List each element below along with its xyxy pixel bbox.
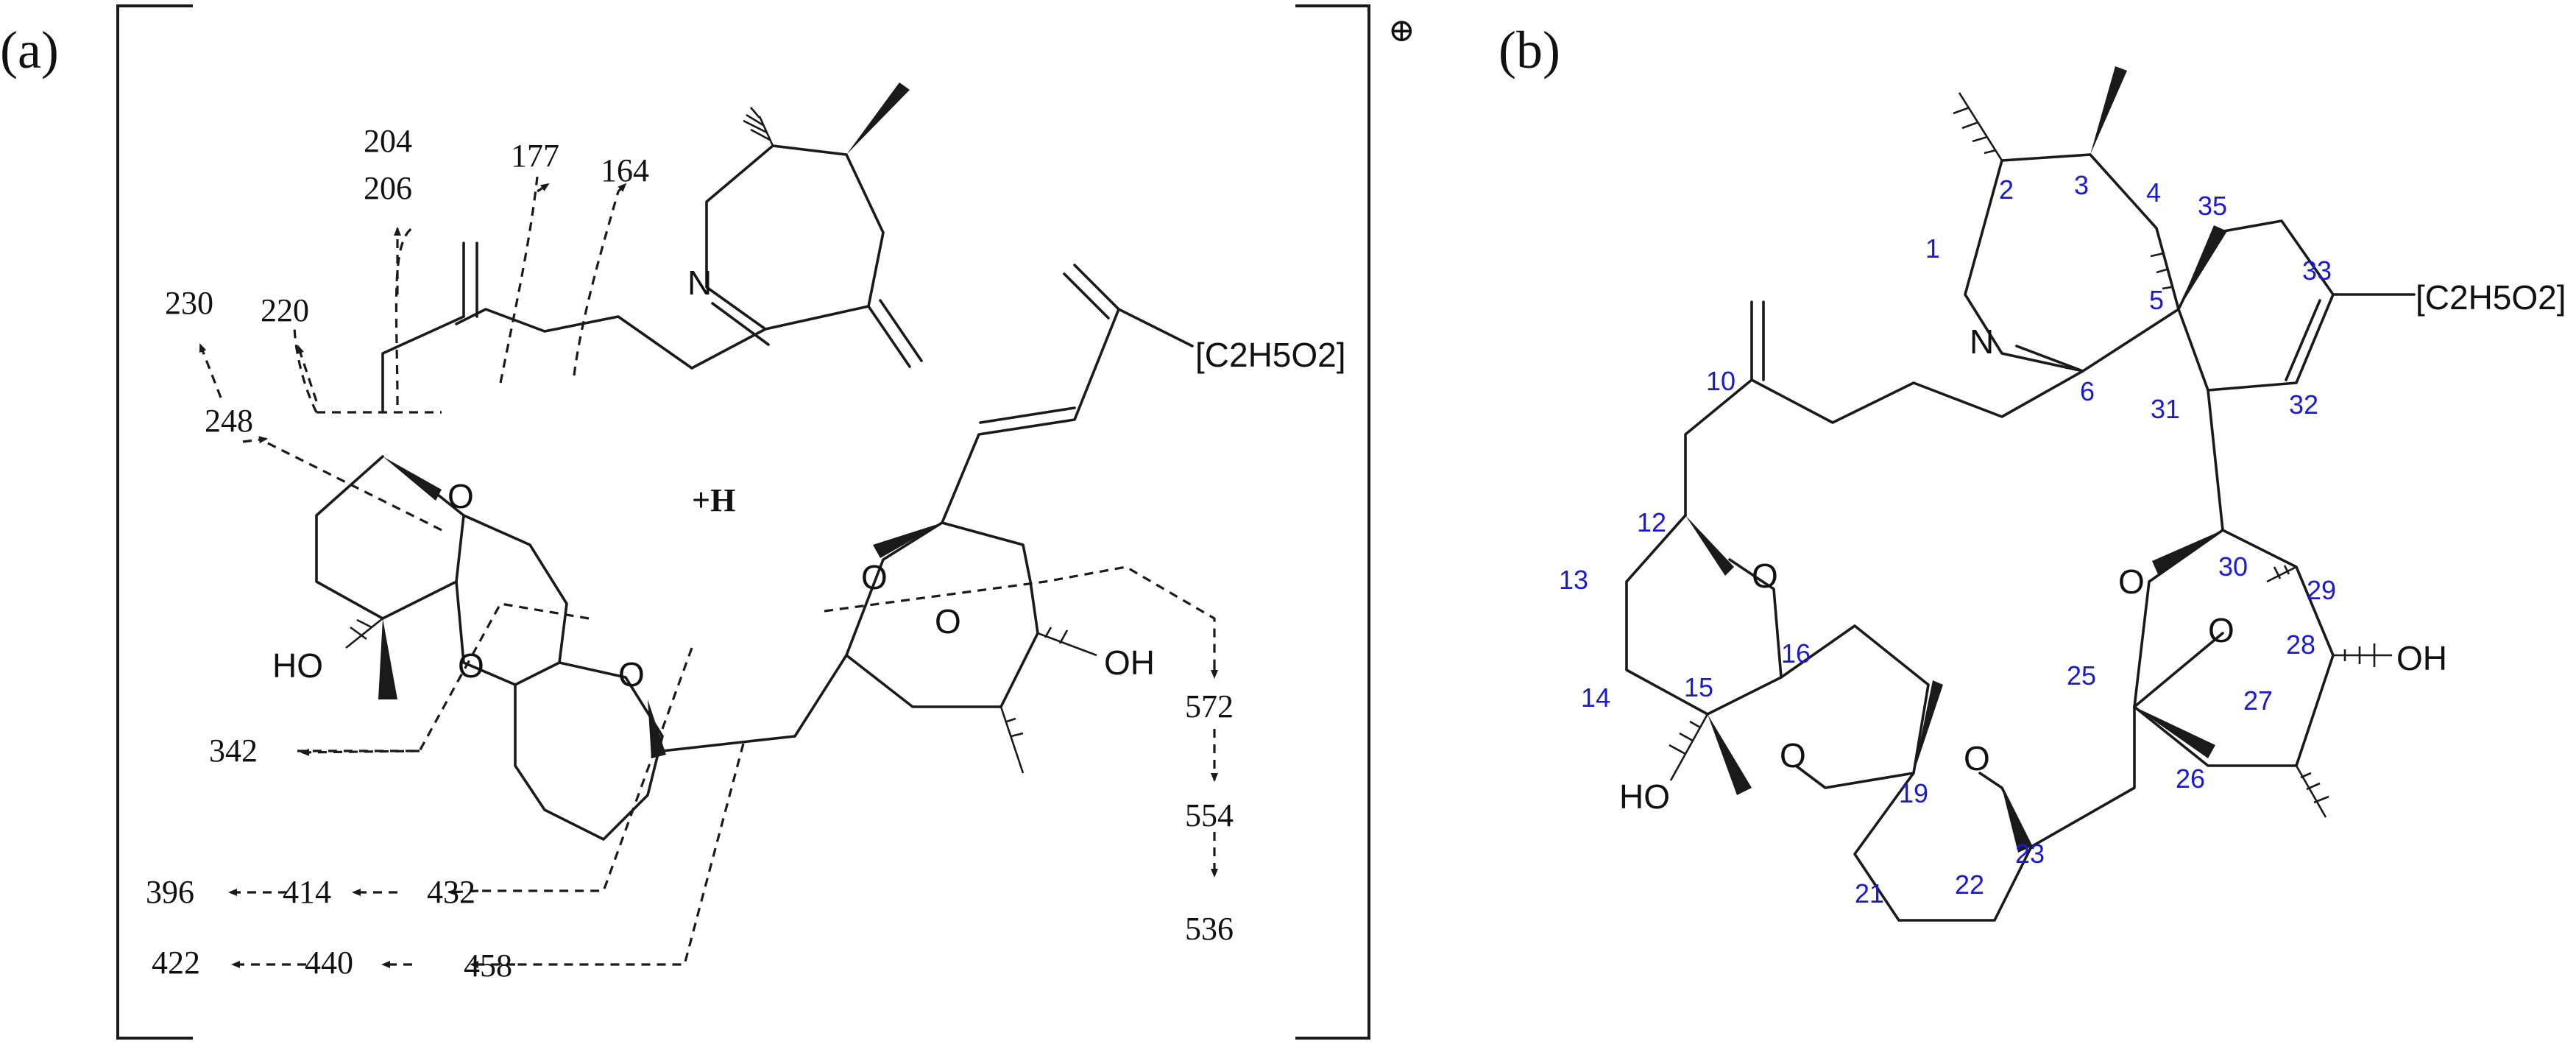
- left-ring-a: O HO: [272, 455, 474, 699]
- ion-432: 432: [427, 874, 475, 910]
- oxygen-atom-a1: O: [447, 477, 474, 515]
- atom-number-33: 33: [2302, 255, 2332, 286]
- ion-206: 206: [364, 170, 412, 206]
- atom-number-32: 32: [2289, 389, 2318, 420]
- ion-572: 572: [1185, 688, 1234, 724]
- atom-number-26: 26: [2176, 763, 2205, 794]
- fragment-arrows-a: [199, 183, 1218, 968]
- ion-422: 422: [152, 945, 200, 981]
- atom-number-23: 23: [2015, 839, 2045, 869]
- oxygen-atom-a4: O: [861, 558, 888, 596]
- macrocycle-chain-b: [1684, 300, 2224, 532]
- right-bicycle-a: O O OH [C2H5O2]: [845, 264, 1346, 774]
- spiroketal-a: O O: [455, 514, 848, 841]
- atom-number-19: 19: [1899, 778, 1928, 808]
- atom-number-21: 21: [1855, 878, 1884, 909]
- ion-248: 248: [205, 403, 253, 439]
- ion-164: 164: [601, 152, 649, 188]
- oxygen-atom-b4: O: [2118, 562, 2145, 601]
- hydroxyl-a-left: HO: [272, 646, 323, 685]
- atom-number-3: 3: [2074, 170, 2089, 200]
- atom-number-5: 5: [2149, 285, 2164, 315]
- oxygen-atom-b5: O: [2208, 611, 2234, 649]
- atom-number-10: 10: [1706, 366, 1735, 396]
- hydroxyl-a-right: OH: [1104, 643, 1155, 682]
- atom-number-12: 12: [1637, 507, 1666, 537]
- panel-b: (b) N [C2H5O2]: [1498, 21, 2566, 922]
- atom-number-35: 35: [2198, 191, 2227, 221]
- atom-number-1: 1: [1925, 233, 1940, 264]
- ion-230: 230: [165, 285, 213, 321]
- side-chain-a: [381, 241, 767, 414]
- ion-220: 220: [261, 292, 309, 328]
- panel-a-label: (a): [0, 21, 59, 80]
- atom-number-2: 2: [1999, 174, 2014, 205]
- oxygen-atom-b3: O: [1964, 739, 1990, 777]
- left-ring-b: O HO: [1619, 514, 1783, 816]
- ion-177: 177: [511, 138, 559, 174]
- azepine-ring-a: N: [687, 82, 923, 368]
- ion-458: 458: [464, 948, 512, 984]
- ion-440: 440: [305, 945, 353, 981]
- atom-number-29: 29: [2307, 575, 2336, 605]
- nitrogen-atom-b: N: [1970, 322, 1994, 361]
- atom-number-4: 4: [2146, 177, 2161, 208]
- ion-396: 396: [146, 874, 194, 910]
- cleavage-lines-a: [264, 176, 1216, 966]
- hydroxyl-b-right: OH: [2396, 639, 2447, 677]
- nitrogen-atom-a: N: [687, 264, 712, 302]
- ion-204: 204: [364, 123, 412, 159]
- atom-number-13: 13: [1559, 565, 1588, 595]
- atom-number-14: 14: [1581, 683, 1610, 713]
- hydroxyl-b-left: HO: [1619, 777, 1670, 816]
- right-bracket: [1295, 4, 1370, 1040]
- atom-number-30: 30: [2218, 551, 2248, 582]
- oxygen-atom-a2: O: [458, 646, 484, 685]
- substituent-b: [C2H5O2]: [2416, 278, 2566, 317]
- atom-number-31: 31: [2151, 394, 2180, 424]
- left-bracket: [116, 4, 193, 1040]
- ion-414: 414: [283, 874, 331, 910]
- oxygen-atom-a5: O: [935, 602, 961, 641]
- fragment-labels-a: 230 220 248 204 206 177 164 342 572 554 …: [146, 123, 1234, 984]
- oxygen-atom-b2: O: [1780, 736, 1806, 775]
- ion-554: 554: [1185, 797, 1234, 833]
- azepine-ring-b: N: [1953, 66, 2180, 373]
- cyclohexene-ring-b: [C2H5O2]: [2150, 219, 2566, 392]
- panel-b-label: (b): [1498, 21, 1560, 80]
- substituent-a: [C2H5O2]: [1195, 336, 1346, 374]
- atom-number-22: 22: [1955, 870, 1984, 900]
- atom-number-28: 28: [2286, 629, 2315, 660]
- spiroketal-b: O O: [1780, 624, 2136, 922]
- charge-symbol: ⊕: [1388, 13, 1415, 49]
- ion-536: 536: [1185, 911, 1234, 947]
- oxygen-atom-b1: O: [1752, 557, 1778, 595]
- ion-342: 342: [209, 733, 258, 769]
- atom-numbering-b: 1 2 3 4 5 6 10 12 13 14 15 16 19 21 22 2…: [1559, 170, 2336, 909]
- panel-a: (a) ⊕ +H N O HO: [0, 4, 1415, 1040]
- atom-number-6: 6: [2080, 376, 2095, 406]
- protonation-label: +H: [692, 482, 735, 518]
- atom-number-25: 25: [2067, 660, 2096, 691]
- right-bicycle-b: O O OH: [2118, 529, 2447, 818]
- atom-number-15: 15: [1684, 672, 1713, 702]
- atom-number-16: 16: [1781, 638, 1811, 669]
- oxygen-atom-a3: O: [618, 655, 645, 694]
- atom-number-27: 27: [2243, 685, 2273, 716]
